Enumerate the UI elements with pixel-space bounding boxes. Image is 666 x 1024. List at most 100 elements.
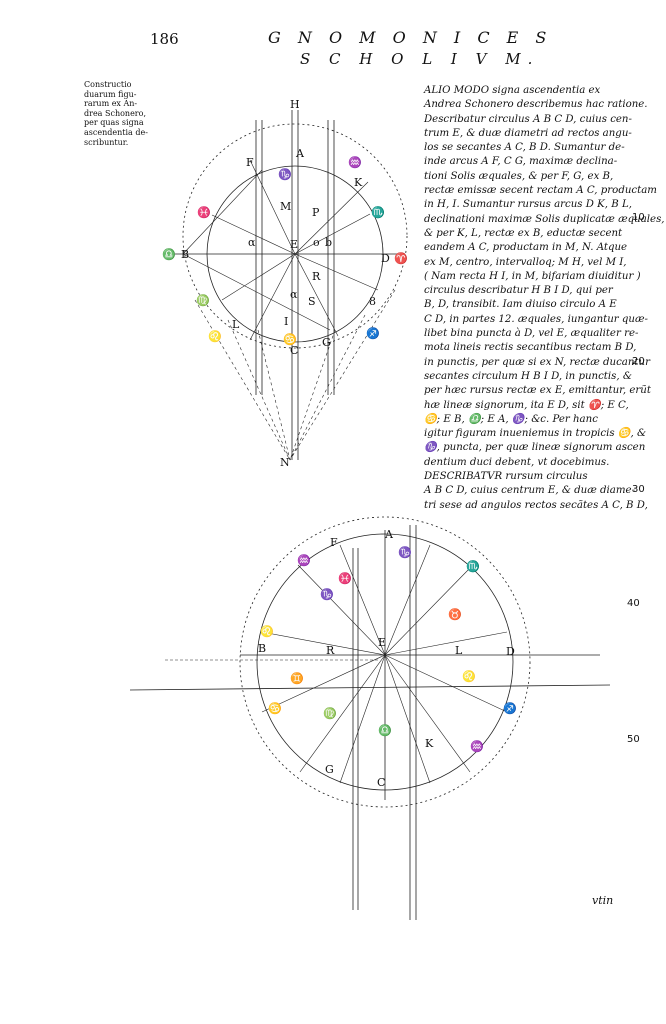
fig2-radial-lines xyxy=(261,544,508,784)
body-line: ALIO MODO signa ascendentia ex xyxy=(424,85,601,96)
fig2-label-g: G xyxy=(325,763,334,776)
body-line: C D, in partes 12. æquales, iungantur qu… xyxy=(424,313,648,325)
fig1-label-n: N xyxy=(280,456,290,469)
fig2-label-e: E xyxy=(378,636,386,649)
fig2-taurus: ♉ xyxy=(448,608,462,621)
margin-note-line: Constructio xyxy=(84,80,132,89)
body-line: ♋; E B, ♎; E A, ♑; &c. Per hanc xyxy=(424,413,598,425)
fig2-gemini: ♊ xyxy=(290,672,304,685)
fig1-label-b: B xyxy=(181,248,189,261)
body-line: in punctis, per quæ si ex N, rectæ ducan… xyxy=(424,356,650,368)
section-title: S C H O L I V M. xyxy=(300,50,540,68)
body-line: ( Nam recta H I, in M, bifariam diuiditu… xyxy=(424,270,641,282)
figure-1-labels: H A F K M P E B D R S L I C G N α α b o … xyxy=(162,98,408,469)
circle-hbid xyxy=(182,123,408,349)
fig1-capricorn: ♑ xyxy=(278,168,292,181)
fig1-label-i: I xyxy=(284,315,288,328)
fig2-label-b: B xyxy=(258,642,266,655)
body-line: declinationi maximæ Solis duplicatæ æqua… xyxy=(424,213,665,225)
fig1-label-alpha: α xyxy=(248,236,256,249)
body-line: A B C D, cuius centrum E, & duæ diame- xyxy=(424,485,636,497)
fig1-label-s: S xyxy=(308,295,316,308)
body-line: dentium duci debent, vt docebimus. xyxy=(424,456,610,468)
fig2-cancer: ♋ xyxy=(268,702,282,715)
body-line: los se secantes A C, B D. Sumantur de- xyxy=(424,142,625,154)
fig2-scorpio: ♏ xyxy=(466,560,480,573)
body-line: secantes circulum H B I D, in punctis, & xyxy=(424,370,632,382)
body-line: per hæc rursus rectæ ex E, emittantur, e… xyxy=(424,385,651,397)
fig1-scorpio: ♏ xyxy=(371,206,385,219)
figure-2 xyxy=(129,516,611,920)
fig2-leo: ♌ xyxy=(260,625,274,638)
fig1-label-m: M xyxy=(280,200,291,213)
body-line: tioni Solis æquales, & per F, G, ex B, xyxy=(424,170,614,182)
body-line: mota lineis rectis secantibus rectam B D… xyxy=(424,342,637,354)
fig2-sagittarius: ♐ xyxy=(503,702,517,715)
fig1-label-h: H xyxy=(290,98,300,111)
body-line: Describatur circulus A B C D, cuius cen- xyxy=(424,113,632,125)
fig1-label-a: A xyxy=(295,147,305,160)
catchword: vtin xyxy=(592,894,614,907)
body-line: libet bina puncta à D, vel E, æqualiter … xyxy=(424,328,639,340)
body-line: inde arcus A F, C G, maximæ declina- xyxy=(424,156,618,168)
fig2-label-f: F xyxy=(330,536,338,549)
fig1-cancer: ♋ xyxy=(283,333,297,346)
fig1-label-l: L xyxy=(232,318,240,331)
figure-2-labels: A F B D E R L G C K ♑ ♒ ♏ ♓ ♌ ♌ ♋ ♎ ♒ ♐ … xyxy=(258,528,517,789)
horizontal-lower xyxy=(129,684,611,691)
fig2-capricorn-2: ♑ xyxy=(320,588,334,601)
fig1-label-k: K xyxy=(354,176,363,189)
body-line: Andrea Schonero describemus hac ratione. xyxy=(424,99,648,111)
body-line: tri sese ad angulos rectos secãtes A C, … xyxy=(424,499,648,511)
fig2-label-l: L xyxy=(455,644,463,657)
running-title: G N O M O N I C E S xyxy=(268,28,553,47)
body-line: in H, I. Sumantur rursus arcus D K, B L, xyxy=(424,199,632,211)
fig1-label-g: G xyxy=(322,336,331,349)
body-line: & per K, L, rectæ ex B, eductæ secent xyxy=(424,227,623,239)
body-line: ex M, centro, intervalloq; M H, vel M I, xyxy=(424,256,627,268)
fig1-leo: ♌ xyxy=(208,330,222,343)
margin-note-line: drea Schonero, xyxy=(84,108,146,118)
fig1-label-c: C xyxy=(290,344,298,357)
fig1-label-o: o xyxy=(313,236,320,249)
fig2-aquarius-2: ♒ xyxy=(470,740,484,753)
margin-note-line: ascendentia de- xyxy=(84,127,148,137)
fig1-pisces: ♓ xyxy=(197,206,211,219)
fig1-eight: 8 xyxy=(369,295,376,308)
page-number: 186 xyxy=(150,30,179,48)
construction-lines xyxy=(194,289,396,461)
fig1-label-e: E xyxy=(290,238,298,251)
line-number: 20 xyxy=(632,356,645,367)
line-number: 10 xyxy=(632,212,645,223)
line-number: 40 xyxy=(627,598,640,609)
fig1-sagittarius: ♐ xyxy=(366,327,380,340)
body-line: igitur figuram inueniemus in tropicis ♋,… xyxy=(424,428,647,440)
margin-note-line: rarum ex An- xyxy=(84,99,138,109)
fig1-label-f: F xyxy=(246,156,254,169)
margin-note-line: scribuntur. xyxy=(84,137,129,147)
line-number: 50 xyxy=(627,734,640,745)
fig1-label-r: R xyxy=(312,270,321,283)
line-number: 30 xyxy=(632,484,645,495)
body-line: rectæ emissæ secent rectam A C, producta… xyxy=(424,185,657,197)
fig1-virgo: ♍ xyxy=(196,294,210,307)
body-line: hæ lineæ signorum, ita E D, sit ♈; E C, xyxy=(424,399,629,411)
body-line: eandem A C, productam in M, N. Atque xyxy=(424,242,628,254)
fig2-aquarius: ♒ xyxy=(297,554,311,567)
body-line: trum E, & duæ diametri ad rectos angu- xyxy=(424,127,632,139)
fig1-label-p: P xyxy=(312,206,320,219)
fig1-aquarius: ♒ xyxy=(348,156,362,169)
body-text: ALIO MODO signa ascendentia ex Andrea Sc… xyxy=(424,84,665,513)
fig1-aries: ♈ xyxy=(394,252,408,265)
body-line: B, D, transibit. Iam diuiso circulo A E xyxy=(424,299,617,311)
body-line: DESCRIBATVR rursum circulus xyxy=(424,471,588,483)
radial-lines xyxy=(182,159,379,341)
outer-dotted-circle xyxy=(239,516,531,808)
body-line: circulus describatur H B I D, qui per xyxy=(424,285,613,297)
fig1-label-alpha-2: α xyxy=(290,288,298,301)
fig2-pisces: ♓ xyxy=(338,572,352,585)
fig1-label-beta: b xyxy=(325,236,332,249)
fig1-label-d: D xyxy=(381,252,390,265)
body-line: ♑, puncta, per quæ lineæ signorum ascen xyxy=(424,442,646,454)
